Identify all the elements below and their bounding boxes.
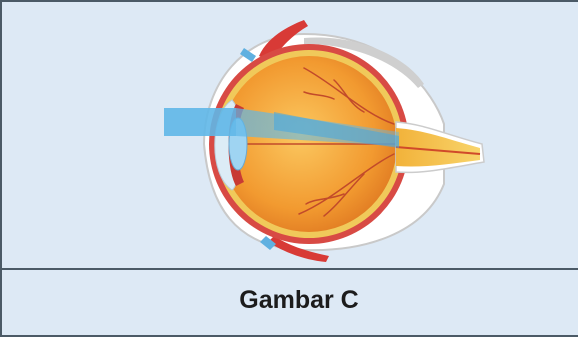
caption-cell: Gambar C <box>4 270 578 339</box>
figure-caption: Gambar C <box>239 286 358 315</box>
image-cell <box>4 4 578 268</box>
eye-diagram <box>4 4 578 268</box>
